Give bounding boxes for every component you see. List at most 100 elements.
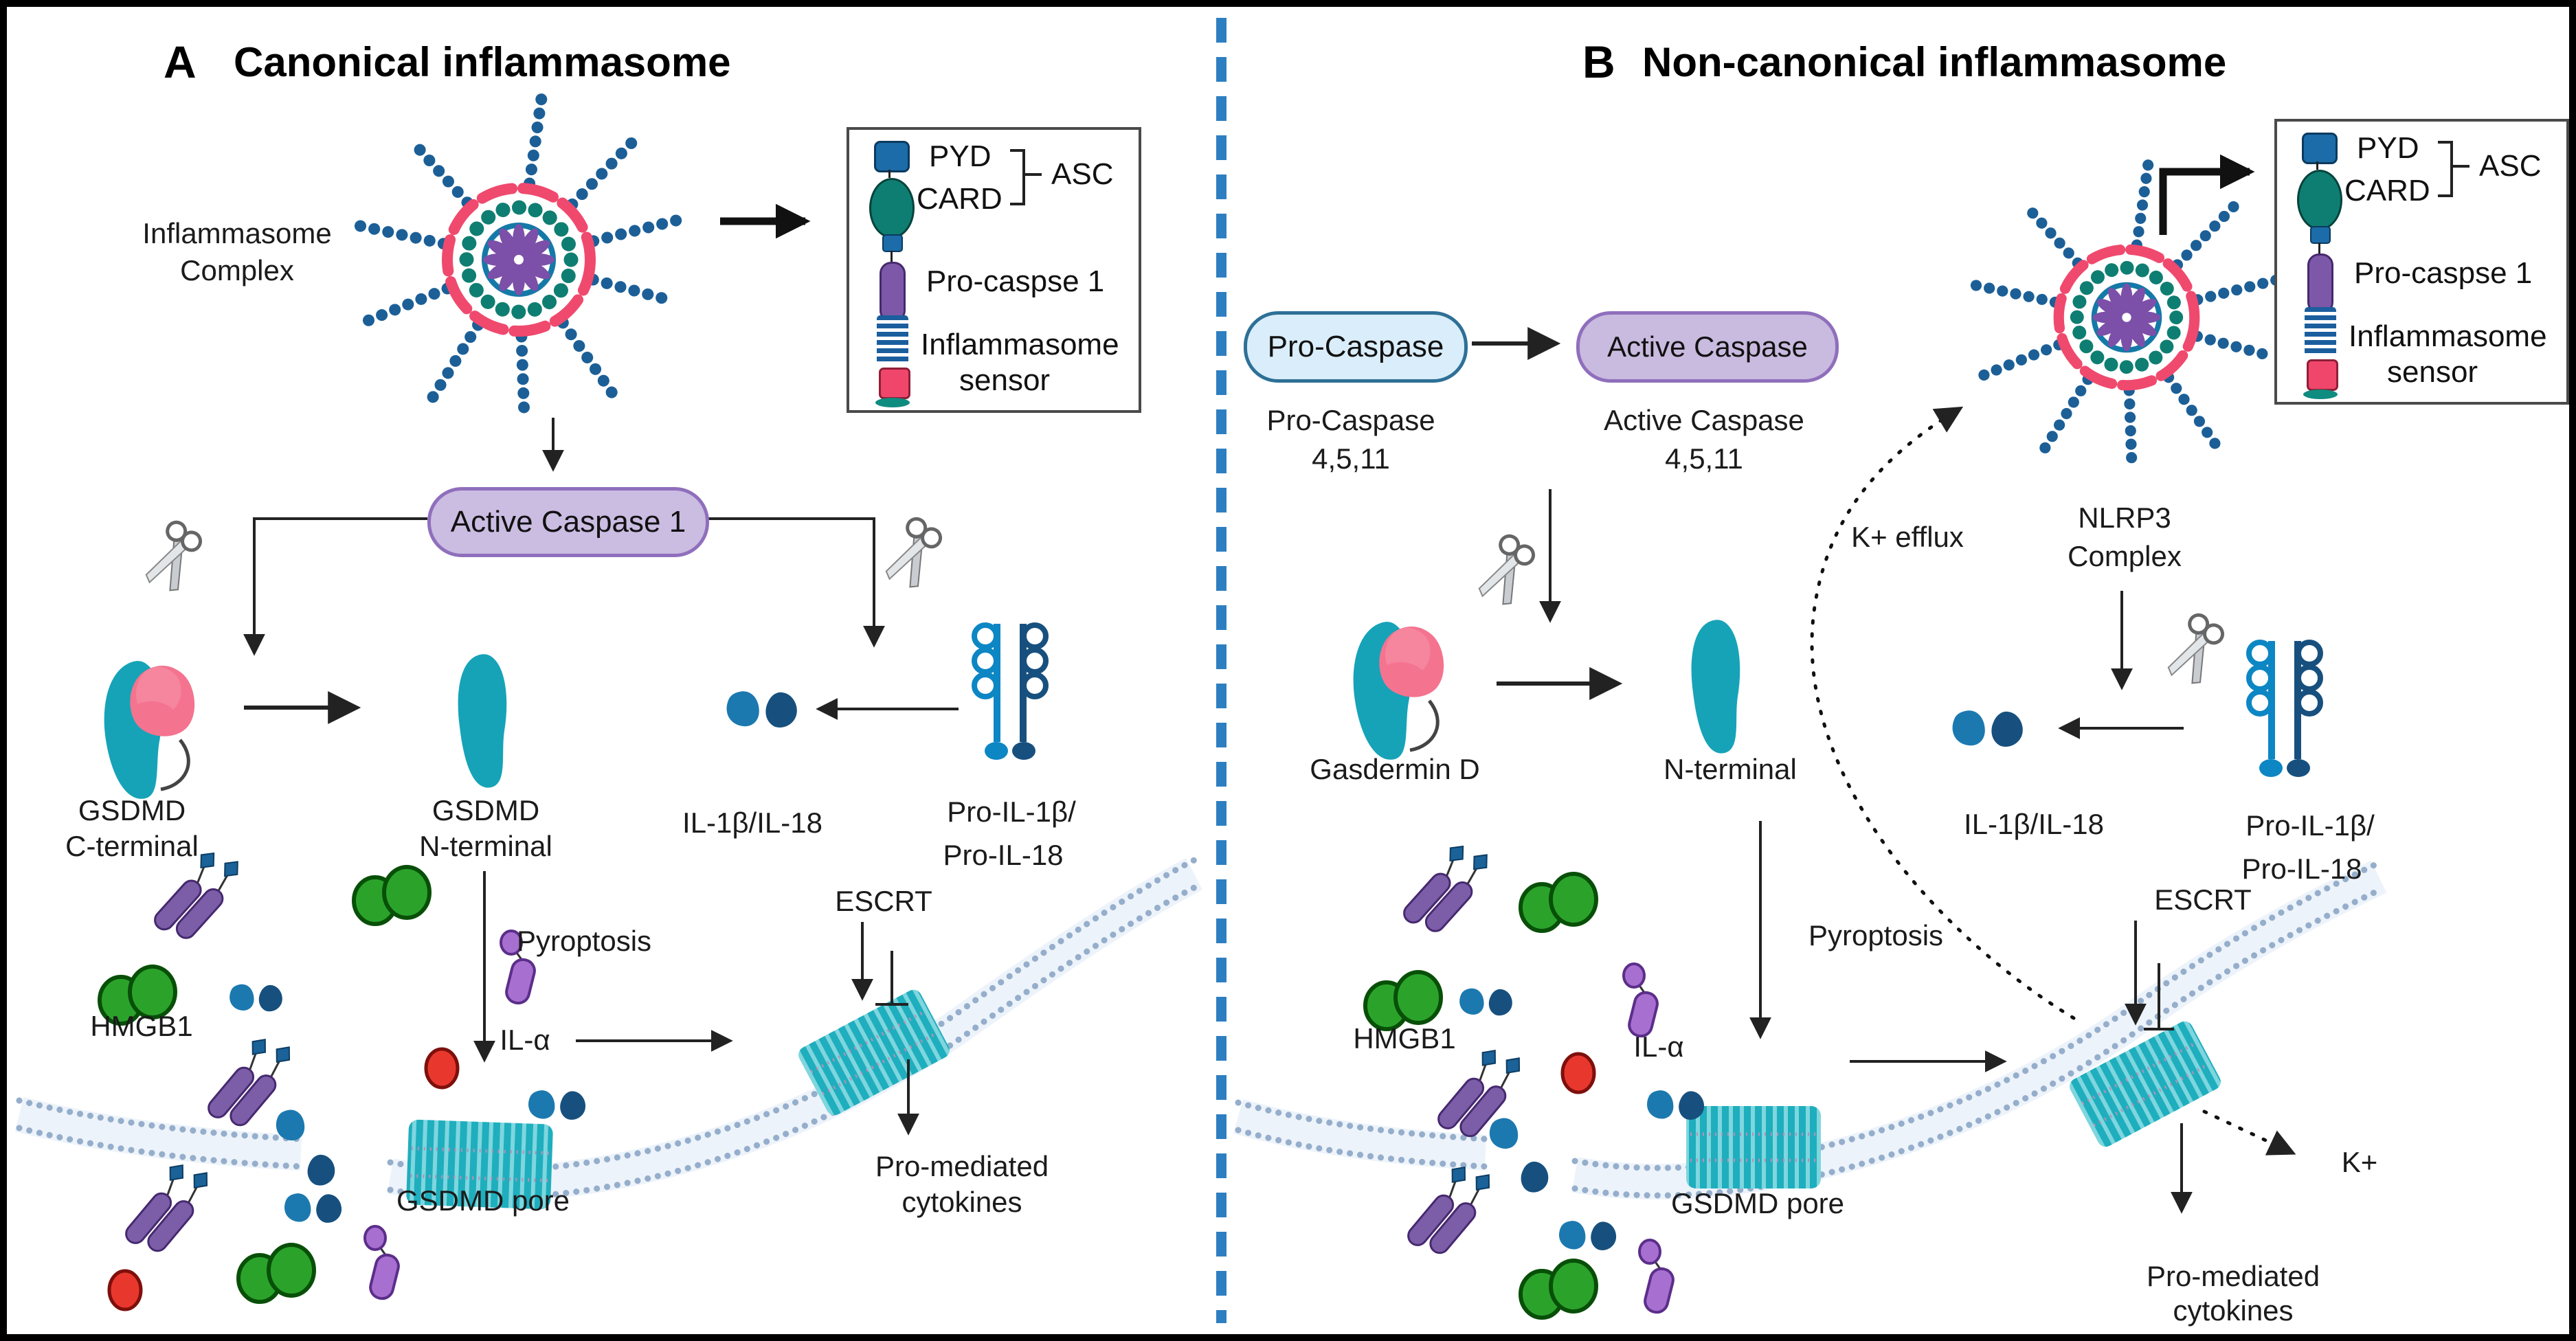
pyroptosis-label: Pyroptosis xyxy=(516,925,652,957)
n-terminal-molecule xyxy=(1691,620,1740,754)
il1b-il18-label: IL-1β/IL-18 xyxy=(1964,808,2104,840)
damp-molecules-b xyxy=(1365,833,1704,1318)
inflammasome-sensor-icon xyxy=(2305,307,2336,357)
pro-il-label: Pro-IL-18 xyxy=(943,839,1064,871)
pro-caspase-label: Pro-caspse 1 xyxy=(2354,256,2533,290)
gsdmd-n-terminal-label: N-terminal xyxy=(419,830,552,862)
nlrp3-complex-label: NLRP3 xyxy=(2078,502,2171,534)
inflammasome-sensor-label: sensor xyxy=(959,363,1051,397)
pro-il-label: Pro-IL-18 xyxy=(2241,853,2362,885)
nlrp3-complex-label: Complex xyxy=(2068,540,2182,572)
inflammasome-complex-illustration xyxy=(350,89,687,412)
gsdmd-n-terminal-molecule xyxy=(458,654,507,788)
pyroptosis-label: Pyroptosis xyxy=(1808,919,1944,951)
inflammasome-sensor-icon xyxy=(2307,359,2338,391)
scissors-icon xyxy=(884,516,944,591)
hmgb1-label: HMGB1 xyxy=(90,1010,193,1042)
panel-a-title: Canonical inflammasome xyxy=(234,39,731,85)
card-icon xyxy=(2297,170,2342,230)
pro-caspase-icon xyxy=(880,262,906,322)
panel-a-art xyxy=(14,89,1203,1309)
pro-caspase-4511-label: 4,5,11 xyxy=(1312,442,1390,475)
diagram-artwork xyxy=(14,7,2387,1334)
il-alpha-label: IL-α xyxy=(1633,1030,1684,1063)
pro-mediated-cytokines-label: cytokines xyxy=(901,1186,1022,1218)
inflammasome-sensor-label: Inflammasome xyxy=(921,328,1119,361)
scissors-icon xyxy=(144,519,204,595)
panel-a-letter: A xyxy=(164,36,197,87)
inflammasome-sensor-icon xyxy=(879,368,910,399)
il-alpha-label: IL-α xyxy=(500,1024,550,1056)
panel-b-title: Non-canonical inflammasome xyxy=(1642,39,2227,85)
nlrp3-complex-illustration xyxy=(1966,156,2286,462)
gsdmd-n-terminal-label: GSDMD xyxy=(432,794,540,826)
inflammasome-complex-label: Inflammasome xyxy=(142,217,332,249)
pro-caspase-label: Pro-caspse 1 xyxy=(926,264,1105,298)
gsdmd-pore-a xyxy=(406,1119,553,1210)
connector-line xyxy=(2316,161,2318,170)
scissors-icon xyxy=(2166,612,2226,688)
active-caspase-node: Active Caspase xyxy=(1576,311,1839,383)
inflammasome-sensor-icon xyxy=(877,315,908,365)
pro-il-label: Pro-IL-1β/ xyxy=(2245,809,2375,842)
pyd-label: PYD xyxy=(2357,131,2419,165)
asc-bracket xyxy=(1010,149,1025,205)
k-plus-label: K+ xyxy=(2341,1146,2378,1178)
pro-caspase-node: Pro-Caspase xyxy=(1244,311,1468,383)
pyd-icon xyxy=(874,141,910,172)
legend-box: PYD CARD ASC Pro-caspse 1 Inflammasome s… xyxy=(847,127,1141,413)
panel-b-art xyxy=(1233,154,2387,1318)
pro-caspase-icon xyxy=(2307,253,2333,314)
panel-a-arrows xyxy=(243,203,959,1136)
pro-il-label: Pro-IL-1β/ xyxy=(947,796,1076,828)
hmgb1-label: HMGB1 xyxy=(1353,1022,1456,1055)
pyd-icon xyxy=(2302,133,2338,164)
inflammasome-sensor-label: Inflammasome xyxy=(2349,319,2547,353)
gasdermin-d-molecule xyxy=(1354,622,1444,760)
pro-caspase-icon xyxy=(882,234,903,252)
active-caspase-4511-label: Active Caspase xyxy=(1604,404,1804,436)
legend-box: PYD CARD ASC Pro-caspse 1 Inflammasome s… xyxy=(2274,119,2569,405)
asc-bracket-arm xyxy=(1022,173,1042,176)
asc-bracket-arm xyxy=(2450,165,2469,168)
n-terminal-label: N-terminal xyxy=(1664,753,1797,785)
asc-bracket xyxy=(2438,141,2453,197)
inflammasome-complex-label: Complex xyxy=(180,254,294,286)
k-efflux-label: K+ efflux xyxy=(1851,521,1964,553)
card-label: CARD xyxy=(2344,174,2430,207)
panel-b-letter: B xyxy=(1582,36,1615,87)
damp-molecules-a xyxy=(100,839,585,1309)
pro-caspase-icon xyxy=(2310,226,2331,244)
pro-mediated-cytokines-label: Pro-mediated xyxy=(2146,1260,2320,1292)
asc-label: ASC xyxy=(2479,149,2542,183)
active-caspase-1-node: Active Caspase 1 xyxy=(427,487,709,557)
escrt-label: ESCRT xyxy=(835,885,932,917)
scissors-icon xyxy=(1477,533,1537,609)
card-label: CARD xyxy=(917,182,1003,216)
escrt-label: ESCRT xyxy=(2154,883,2252,916)
inflammasome-sensor-icon xyxy=(875,398,910,407)
pyd-label: PYD xyxy=(929,139,992,173)
pro-il-molecules xyxy=(974,624,1046,760)
pro-il-molecules xyxy=(2249,641,2320,777)
il1b-il18-molecules xyxy=(1953,710,2023,747)
gasdermin-d-label: Gasdermin D xyxy=(1310,753,1480,785)
asc-label: ASC xyxy=(1051,157,1114,191)
gsdmd-c-terminal-molecule xyxy=(104,661,195,799)
pro-mediated-cytokines-label: cytokines xyxy=(2173,1294,2294,1327)
gsdmd-pore-label: GSDMD pore xyxy=(396,1184,570,1217)
card-icon xyxy=(869,178,915,238)
inflammasome-sensor-icon xyxy=(2303,390,2338,399)
gsdmd-c-terminal-label: GSDMD xyxy=(78,794,186,826)
panel-divider xyxy=(1216,18,1227,1323)
pro-caspase-4511-label: Pro-Caspase xyxy=(1266,404,1435,436)
il1b-il18-label: IL-1β/IL-18 xyxy=(682,807,822,839)
connector-line xyxy=(2318,243,2320,253)
gsdmd-pore-label: GSDMD pore xyxy=(1670,1187,1845,1219)
panel-b-arrows xyxy=(1472,154,2255,1214)
active-caspase-4511-label: 4,5,11 xyxy=(1665,442,1743,475)
escrt-membrane-patch-b xyxy=(2070,1021,2221,1147)
inflammasome-sensor-label: sensor xyxy=(2387,355,2478,389)
pro-mediated-cytokines-label: Pro-mediated xyxy=(875,1150,1049,1182)
